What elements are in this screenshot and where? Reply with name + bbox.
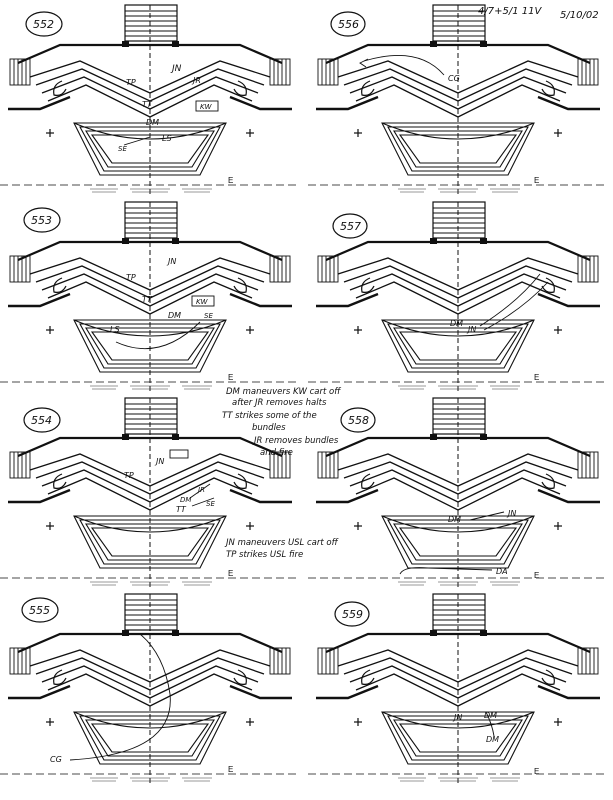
actor-label: TT [142, 100, 153, 109]
panel-554: 554 JN TP TT DM JR SE E [0, 396, 302, 590]
cue-number: 552 [33, 18, 54, 31]
cue-circle [23, 207, 61, 233]
reference-note: 4/7+5/1 11V [478, 6, 542, 17]
panel-555: 555 CG E [0, 592, 302, 786]
actor-label: DM [180, 496, 191, 504]
handwritten-note-2: JN maneuvers USL cart off TP strikes USL… [224, 538, 339, 560]
actor-label: TT [176, 505, 187, 514]
note-line: DM maneuvers KW cart off [226, 387, 341, 397]
actor-label: JN [506, 509, 516, 518]
actor-label: TP [124, 471, 134, 480]
panel-557: 557 DM JN E [306, 200, 610, 394]
actor-label: JR [196, 486, 205, 494]
note-line: bundles [252, 423, 286, 433]
centerline-mark: E [228, 176, 233, 185]
actor-label: JN [466, 325, 476, 334]
panel-553: 553 JN TP TT KW DM SE LS E [0, 200, 302, 394]
note-line: TP strikes USL fire [226, 550, 303, 560]
panel-552: 552 JN TP JR TT KW DM LS SE E [0, 3, 302, 197]
cue-circle [21, 597, 59, 623]
date-note: 5/10/02 [560, 10, 599, 21]
centerline-mark: E [228, 765, 233, 774]
cue-number: 559 [342, 608, 363, 621]
actor-label: DM [484, 711, 497, 720]
actor-label: SE [206, 500, 215, 508]
actor-label: JR [191, 76, 201, 85]
actor-label: TP [126, 273, 136, 282]
cue-number: 556 [338, 18, 359, 31]
panel-558: 558 DM JN DA E [306, 396, 610, 590]
cue-number: 553 [31, 214, 52, 227]
actor-label: DM [450, 319, 463, 328]
cue-number: 555 [29, 604, 50, 617]
actor-label: SE [204, 312, 213, 320]
centerline-mark: E [228, 373, 233, 382]
actor-label: SE [118, 145, 127, 153]
note-line: JR removes bundles [252, 436, 339, 446]
cue-number: 554 [31, 414, 52, 427]
note-line: and fire [260, 448, 293, 458]
centerline-mark: E [534, 373, 539, 382]
handwritten-note-1: DM maneuvers KW cart off after JR remove… [222, 387, 341, 458]
actor-label: DA [496, 567, 508, 576]
actor-label: DM [448, 515, 461, 524]
actor-label: JN [166, 257, 176, 266]
note-line: after JR removes halts [232, 398, 327, 408]
cue-circle [330, 11, 366, 37]
actor-label: JN [170, 64, 182, 74]
actor-label: KW [200, 103, 213, 111]
actor-label: JN [452, 713, 462, 722]
cue-circle [23, 407, 61, 433]
cue-number: 558 [348, 414, 369, 427]
actor-label: LS [162, 134, 172, 143]
actor-label: JN [154, 457, 164, 466]
actor-label: DM [146, 118, 159, 127]
note-line: JN maneuvers USL cart off [224, 538, 339, 548]
panel-559: 559 JN DM DM E [306, 592, 610, 786]
note-line: TT strikes some of the [222, 411, 317, 421]
actor-label: CG [448, 74, 460, 83]
actor-label: CG [50, 755, 62, 764]
centerline-mark: E [534, 571, 539, 580]
centerline-mark: E [534, 176, 539, 185]
centerline-mark: E [534, 767, 539, 776]
panel-556: 556 CG E [306, 3, 610, 197]
cue-circle [340, 407, 376, 433]
actor-label: TP [126, 78, 136, 87]
actor-label: DM [486, 735, 499, 744]
actor-label: DM [168, 311, 181, 320]
centerline-mark: E [228, 569, 233, 578]
cue-circle [25, 11, 63, 37]
cue-number: 557 [340, 220, 361, 233]
cue-circle [334, 601, 370, 627]
actor-label: LS [110, 325, 120, 334]
cue-circle [332, 213, 368, 239]
actor-label: KW [196, 298, 209, 306]
actor-label: TT [142, 295, 153, 304]
